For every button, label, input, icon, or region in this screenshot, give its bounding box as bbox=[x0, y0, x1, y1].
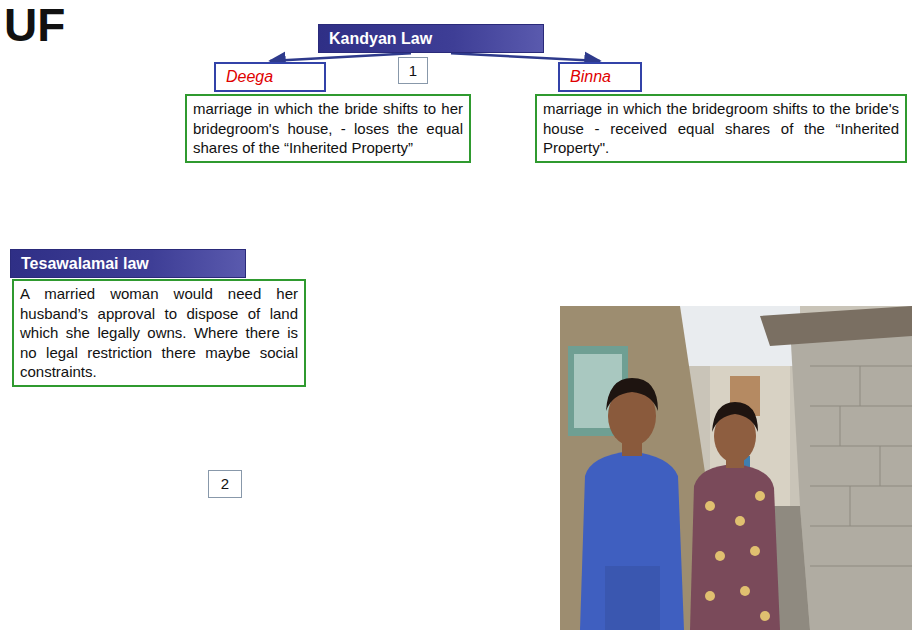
term-box: Binna bbox=[558, 62, 642, 92]
heading-text: Deega bbox=[226, 67, 314, 87]
heading-text: Tesawalamai law bbox=[21, 254, 235, 273]
definition-text: marriage in which the bride shifts to he… bbox=[193, 99, 463, 158]
connector-arrow bbox=[270, 53, 411, 61]
heading-text: Binna bbox=[570, 67, 630, 87]
definition-text: A married woman would need her husband’s… bbox=[20, 284, 298, 382]
heading-text: Kandyan Law bbox=[329, 29, 533, 48]
law-heading-box: Tesawalamai law bbox=[10, 249, 246, 278]
photo-illustration bbox=[560, 306, 912, 630]
definition-box: marriage in which the bridegroom shifts … bbox=[535, 94, 907, 163]
slide-title: UF bbox=[4, 0, 65, 52]
definition-box: A married woman would need her husband’s… bbox=[12, 279, 306, 387]
law-heading-box: Kandyan Law bbox=[318, 24, 544, 53]
connector-arrow bbox=[451, 53, 600, 61]
callout-number: 1 bbox=[398, 57, 428, 84]
definition-text: marriage in which the bridegroom shifts … bbox=[543, 99, 899, 158]
definition-box: marriage in which the bride shifts to he… bbox=[185, 94, 471, 163]
callout-number: 2 bbox=[208, 470, 242, 498]
term-box: Deega bbox=[214, 62, 326, 92]
